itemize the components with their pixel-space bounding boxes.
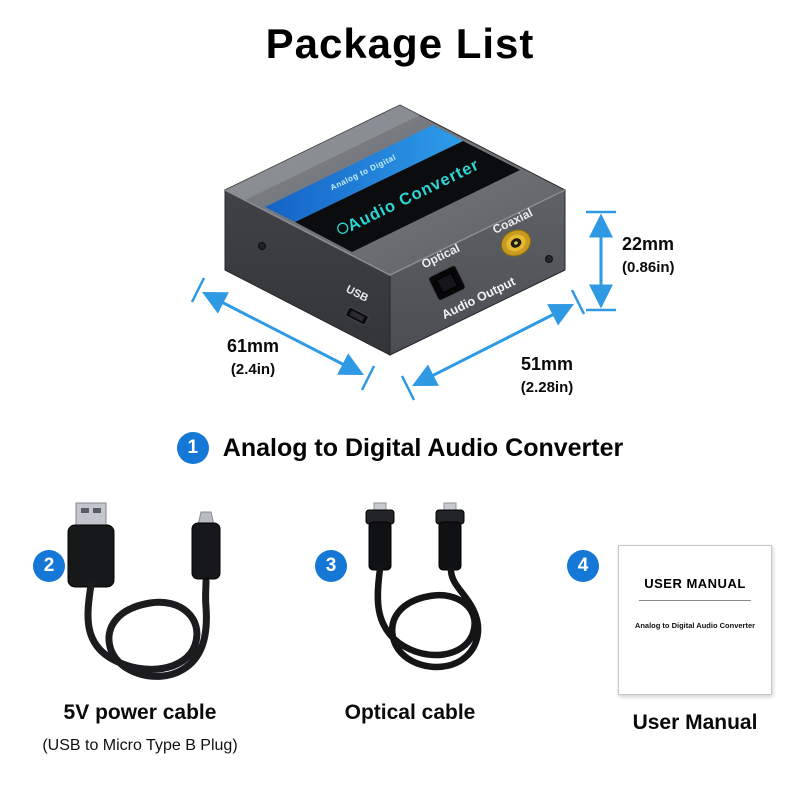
height-in-text: (0.86in) [622,259,675,276]
converter-device: Audio Converter Analog to Digital Optica… [223,104,567,356]
length-in-text: (2.4in) [231,361,275,378]
item-2-number-badge: 2 [33,550,65,582]
converter-illustration: Audio Converter Analog to Digital Optica… [190,104,675,401]
height-dimension-arrow [586,210,616,312]
manual-title: USER MANUAL [644,576,746,591]
item-3-number-badge: 3 [315,550,347,582]
toslink-connector-right-icon [435,502,465,571]
width-dimension-arrow [400,289,586,401]
page-title: Package List [265,20,535,67]
package-item-1: 1 Analog to Digital Audio Converter [0,432,800,464]
micro-usb-connector-icon [191,511,221,580]
item-4-number-badge: 4 [567,550,599,582]
power-cable-graphic [67,502,221,680]
item-2-label: 5V power cable [63,701,217,724]
length-mm-text: 61mm [227,336,279,356]
device-top-edge-highlight [225,105,420,201]
item-1-number-badge: 1 [176,432,209,464]
height-mm-text: 22mm [622,234,674,254]
optical-cable-graphic [365,502,482,671]
brand-strip [295,141,520,252]
optical-port-icon [428,265,466,301]
brand-logo-icon [337,222,349,234]
item-3-label: Optical cable [344,701,476,724]
usb-cable-coil [84,577,210,680]
item-4-label: User Manual [632,711,758,734]
manual-subtitle: Analog to Digital Audio Converter [634,621,756,630]
tagline-strip [265,125,463,222]
screw-icon [545,255,553,263]
manual-divider [639,600,751,601]
item-1-label: Analog to Digital Audio Converter [222,433,624,462]
usb-a-connector-icon [67,502,115,588]
item-2-sublabel: (USB to Micro Type B Plug) [42,737,238,754]
package-item-3: 3 Optical cable [295,495,525,725]
screw-icon [258,242,266,250]
device-edge-light [224,189,566,276]
package-item-2: 2 5V power cable (USB to Micro Type B Pl… [20,495,260,755]
toslink-connector-left-icon [365,502,395,571]
user-manual-booklet: USER MANUAL Analog to Digital Audio Conv… [618,545,772,695]
length-dimension-arrow [190,277,376,391]
width-in-text: (2.28in) [521,379,574,396]
optical-cable-coil [374,565,482,671]
coaxial-port-icon [500,229,532,257]
package-item-4: 4 USER MANUAL Analog to Digital Audio Co… [560,495,800,735]
width-mm-text: 51mm [521,354,573,374]
